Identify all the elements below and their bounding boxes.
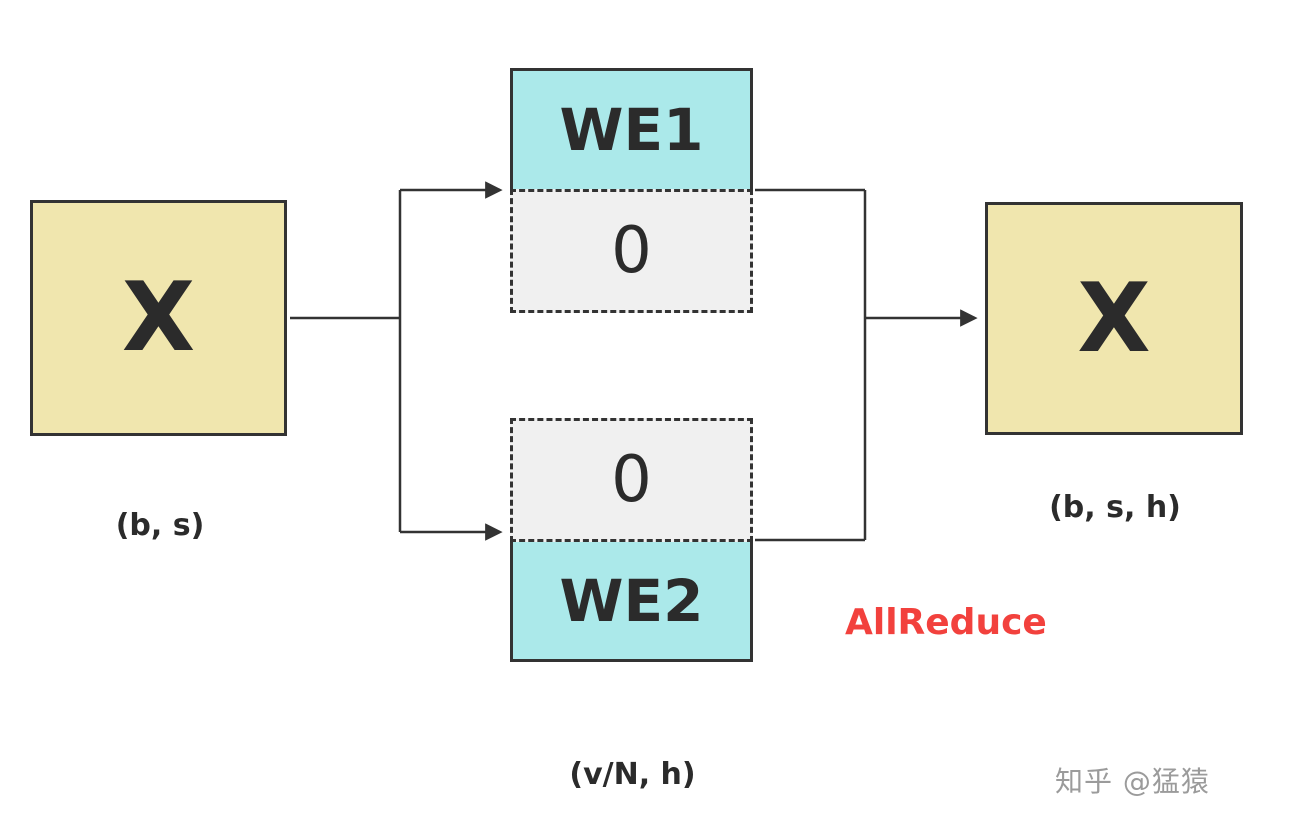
we2-label: WE2 — [559, 566, 704, 635]
output-tensor-box: X — [985, 202, 1243, 435]
we2-weight-box: WE2 — [510, 542, 753, 662]
allreduce-label: AllReduce — [845, 602, 1047, 643]
zero-pad-top-box: 0 — [510, 189, 753, 313]
watermark-text: 知乎 @猛猿 — [1055, 765, 1210, 798]
zero-bottom-label: 0 — [611, 443, 652, 517]
output-tensor-label: X — [1077, 263, 1151, 374]
zero-pad-bottom-box: 0 — [510, 418, 753, 542]
we1-label: WE1 — [559, 96, 704, 164]
input-tensor-label: X — [121, 263, 196, 373]
zero-top-label: 0 — [611, 214, 652, 288]
input-tensor-box: X — [30, 200, 287, 436]
we1-weight-box: WE1 — [510, 68, 753, 189]
input-shape-caption: (b, s) — [115, 508, 205, 543]
weight-shape-caption: (v/N, h) — [569, 757, 696, 792]
output-shape-caption: (b, s, h) — [1049, 490, 1181, 525]
